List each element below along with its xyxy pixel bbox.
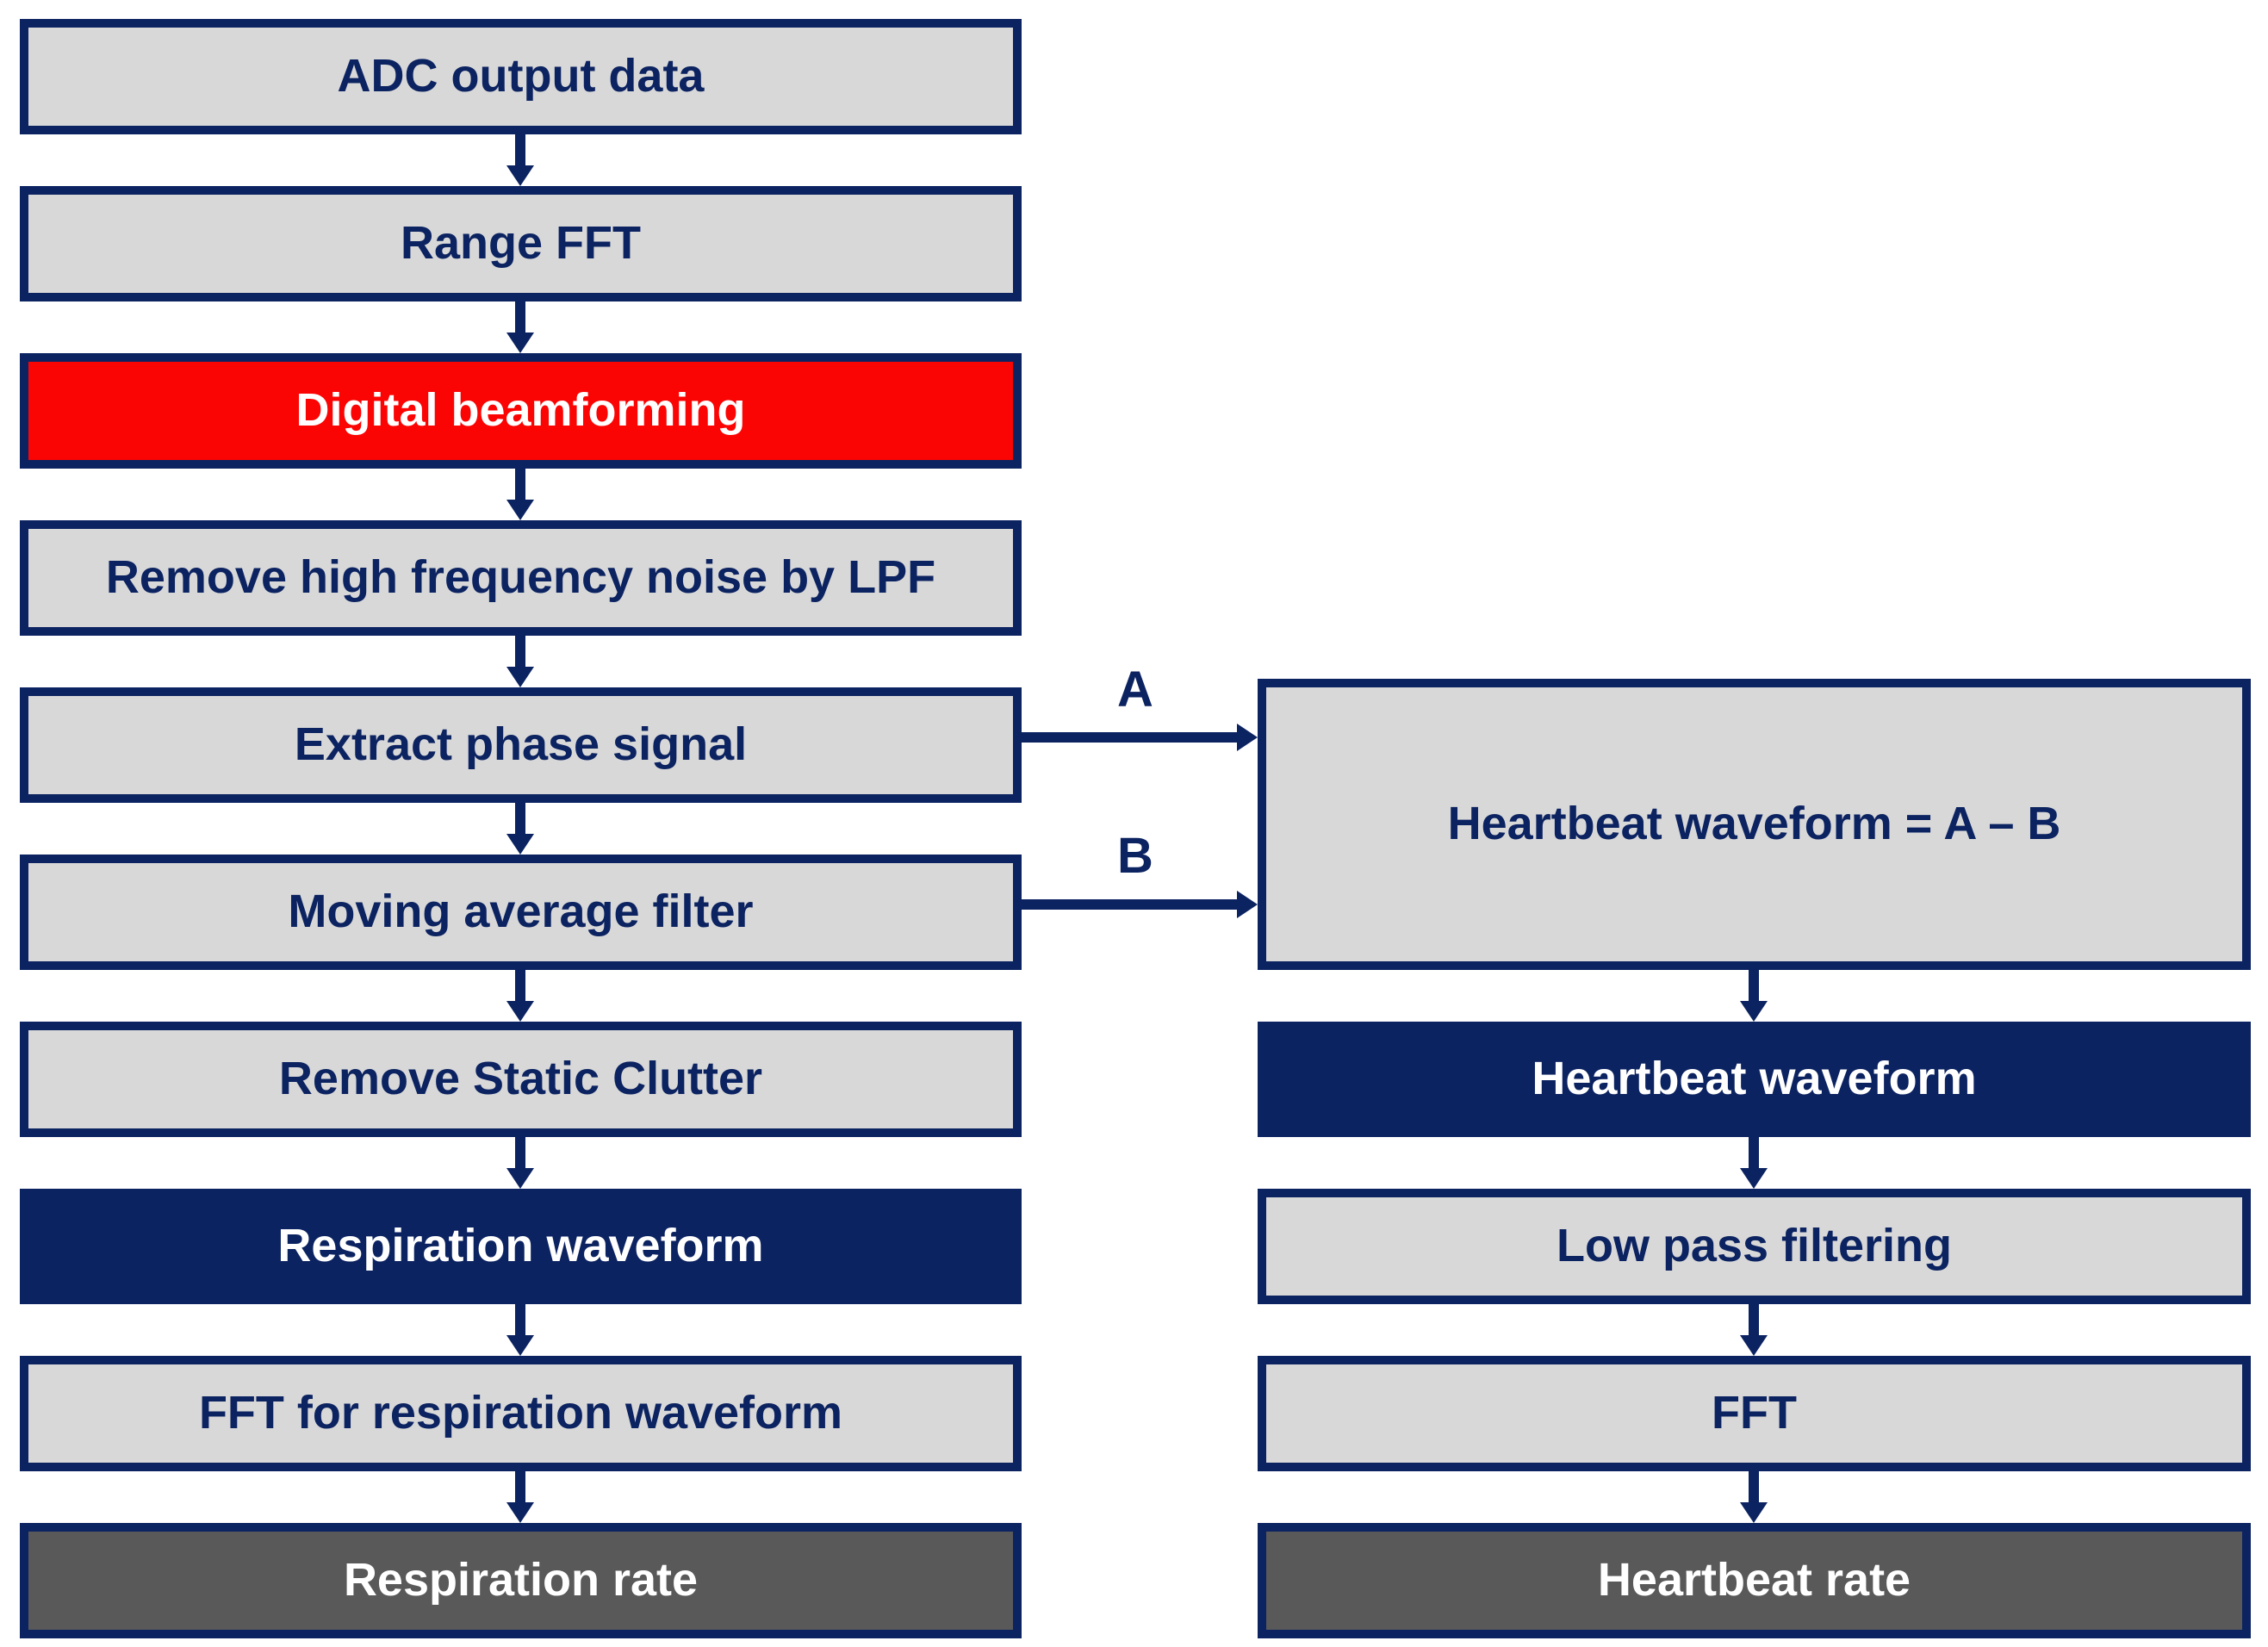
flow-step-remove-static-clutter: Remove Static Clutter <box>20 1022 1022 1137</box>
down-arrow-12 <box>1737 1304 1771 1356</box>
flow-step-label: Extract phase signal <box>294 718 748 771</box>
flow-step-label: Respiration waveform <box>277 1220 764 1272</box>
flow-step-heartbeat-waveform: Heartbeat waveform <box>1258 1022 2251 1137</box>
down-arrow-10 <box>1737 970 1771 1022</box>
flow-step-label: FFT for respiration waveform <box>198 1387 843 1439</box>
flow-step-label: Remove high frequency noise by LPF <box>105 551 936 604</box>
flow-step-low-pass-filtering: Low pass filtering <box>1258 1189 2251 1304</box>
down-arrow-2 <box>503 301 537 353</box>
connector-label-b: B <box>1117 828 1153 884</box>
flow-step-label: FFT <box>1712 1387 1797 1439</box>
flow-step-label: ADC output data <box>337 50 705 103</box>
down-arrow-4 <box>503 636 537 687</box>
flow-step-heartbeat-rate: Heartbeat rate <box>1258 1523 2251 1638</box>
flow-step-label: Respiration rate <box>343 1554 699 1607</box>
flow-step-adc-output-data: ADC output data <box>20 19 1022 134</box>
flow-step-digital-beamforming: Digital beamforming <box>20 353 1022 469</box>
flow-step-respiration-waveform: Respiration waveform <box>20 1189 1022 1304</box>
flow-step-label: Heartbeat rate <box>1597 1554 1911 1607</box>
flow-step-moving-average-filter: Moving average filter <box>20 855 1022 970</box>
flow-step-fft-for-respiration-waveform: FFT for respiration waveform <box>20 1356 1022 1471</box>
flow-step-label: Heartbeat waveform = A – B <box>1447 798 2061 850</box>
flow-step-label: Digital beamforming <box>295 384 746 437</box>
down-arrow-9 <box>503 1471 537 1523</box>
down-arrow-5 <box>503 803 537 855</box>
flow-step-label: Low pass filtering <box>1556 1220 1953 1272</box>
flow-step-label: Remove Static Clutter <box>278 1053 763 1105</box>
flow-step-heartbeat-waveform-equation: Heartbeat waveform = A – B <box>1258 679 2251 970</box>
flow-step-fft: FFT <box>1258 1356 2251 1471</box>
flow-step-respiration-rate: Respiration rate <box>20 1523 1022 1638</box>
down-arrow-3 <box>503 469 537 520</box>
flow-step-remove-high-frequency-noise-lpf: Remove high frequency noise by LPF <box>20 520 1022 636</box>
down-arrow-6 <box>503 970 537 1022</box>
connector-label-a: A <box>1117 662 1153 718</box>
right-arrow-b <box>1022 886 1258 923</box>
flow-step-range-fft: Range FFT <box>20 186 1022 301</box>
down-arrow-11 <box>1737 1137 1771 1189</box>
flow-step-label: Moving average filter <box>288 886 754 938</box>
right-arrow-a <box>1022 718 1258 756</box>
flow-step-label: Range FFT <box>401 217 641 270</box>
down-arrow-8 <box>503 1304 537 1356</box>
flow-step-extract-phase-signal: Extract phase signal <box>20 687 1022 803</box>
down-arrow-13 <box>1737 1471 1771 1523</box>
flow-step-label: Heartbeat waveform <box>1532 1053 1977 1105</box>
down-arrow-1 <box>503 134 537 186</box>
down-arrow-7 <box>503 1137 537 1189</box>
